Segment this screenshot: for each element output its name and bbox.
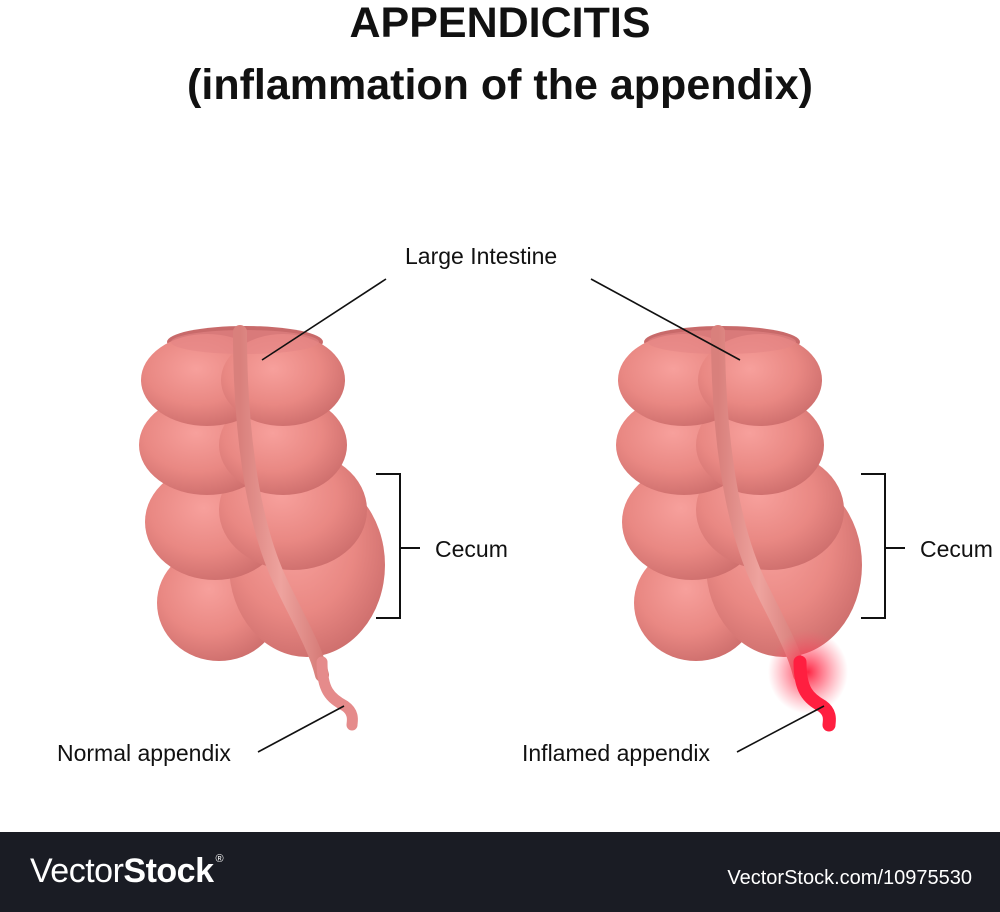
inflamed-colon bbox=[616, 325, 862, 732]
label-large-intestine: Large Intestine bbox=[405, 243, 558, 269]
label-cecum-left: Cecum bbox=[435, 536, 508, 562]
inflamed-appendix bbox=[793, 655, 836, 732]
leader-large-intestine-left bbox=[261, 278, 387, 361]
footer-bar: VectorStock® VectorStock.com/10975530 bbox=[0, 832, 1000, 912]
normal-colon bbox=[139, 325, 385, 731]
cecum-bracket-right bbox=[861, 473, 905, 619]
leader-inflamed-appendix bbox=[736, 705, 825, 753]
label-cecum-right: Cecum bbox=[920, 536, 993, 562]
brand-logo[interactable]: VectorStock® bbox=[30, 852, 224, 890]
inflammation-glow bbox=[768, 630, 848, 714]
leader-large-intestine-right bbox=[590, 278, 741, 361]
normal-taenia-band bbox=[233, 325, 329, 682]
label-inflamed-appendix: Inflamed appendix bbox=[522, 740, 710, 766]
leader-normal-appendix bbox=[257, 705, 345, 753]
title-line-1: APPENDICITIS bbox=[349, 0, 651, 47]
normal-appendix bbox=[316, 656, 358, 731]
registered-mark: ® bbox=[215, 853, 224, 865]
title-line-2: (inflammation of the appendix) bbox=[187, 61, 813, 109]
image-id: VectorStock.com/10975530 bbox=[727, 867, 972, 889]
label-normal-appendix: Normal appendix bbox=[57, 740, 231, 766]
cecum-bracket-left bbox=[376, 473, 420, 619]
brand-regular: Vector bbox=[30, 852, 124, 890]
leader-lines bbox=[257, 278, 825, 753]
appendicitis-illustration bbox=[139, 278, 905, 753]
brand-bold: Stock bbox=[123, 852, 214, 890]
